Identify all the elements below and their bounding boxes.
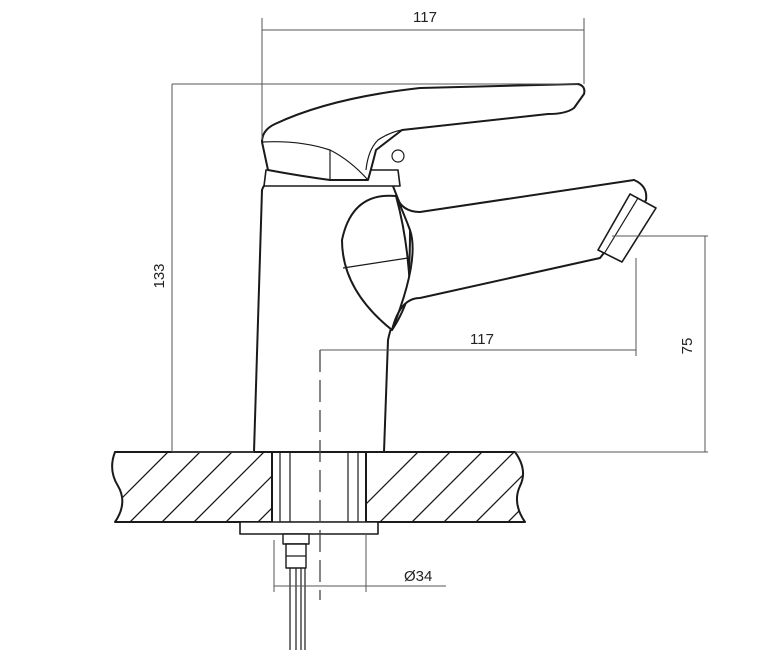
dimension-spout-height <box>612 235 708 452</box>
spout <box>391 179 657 331</box>
countertop-section <box>111 451 708 523</box>
dimension-top-width <box>261 18 585 140</box>
dimension-label-spout-reach: 117 <box>470 331 494 348</box>
lever-handle <box>261 83 586 181</box>
dimension-thread-diameter <box>273 534 446 592</box>
mounting-shank <box>239 451 379 650</box>
dimension-spout-reach <box>320 258 637 356</box>
spout-pivot <box>341 194 411 331</box>
dimension-label-height: 133 <box>151 263 168 288</box>
dimension-label-spout-height: 75 <box>679 338 696 355</box>
dimension-label-top-width: 117 <box>413 9 437 26</box>
dimension-label-thread-diameter: Ø34 <box>404 568 432 585</box>
dimension-height <box>171 83 578 453</box>
